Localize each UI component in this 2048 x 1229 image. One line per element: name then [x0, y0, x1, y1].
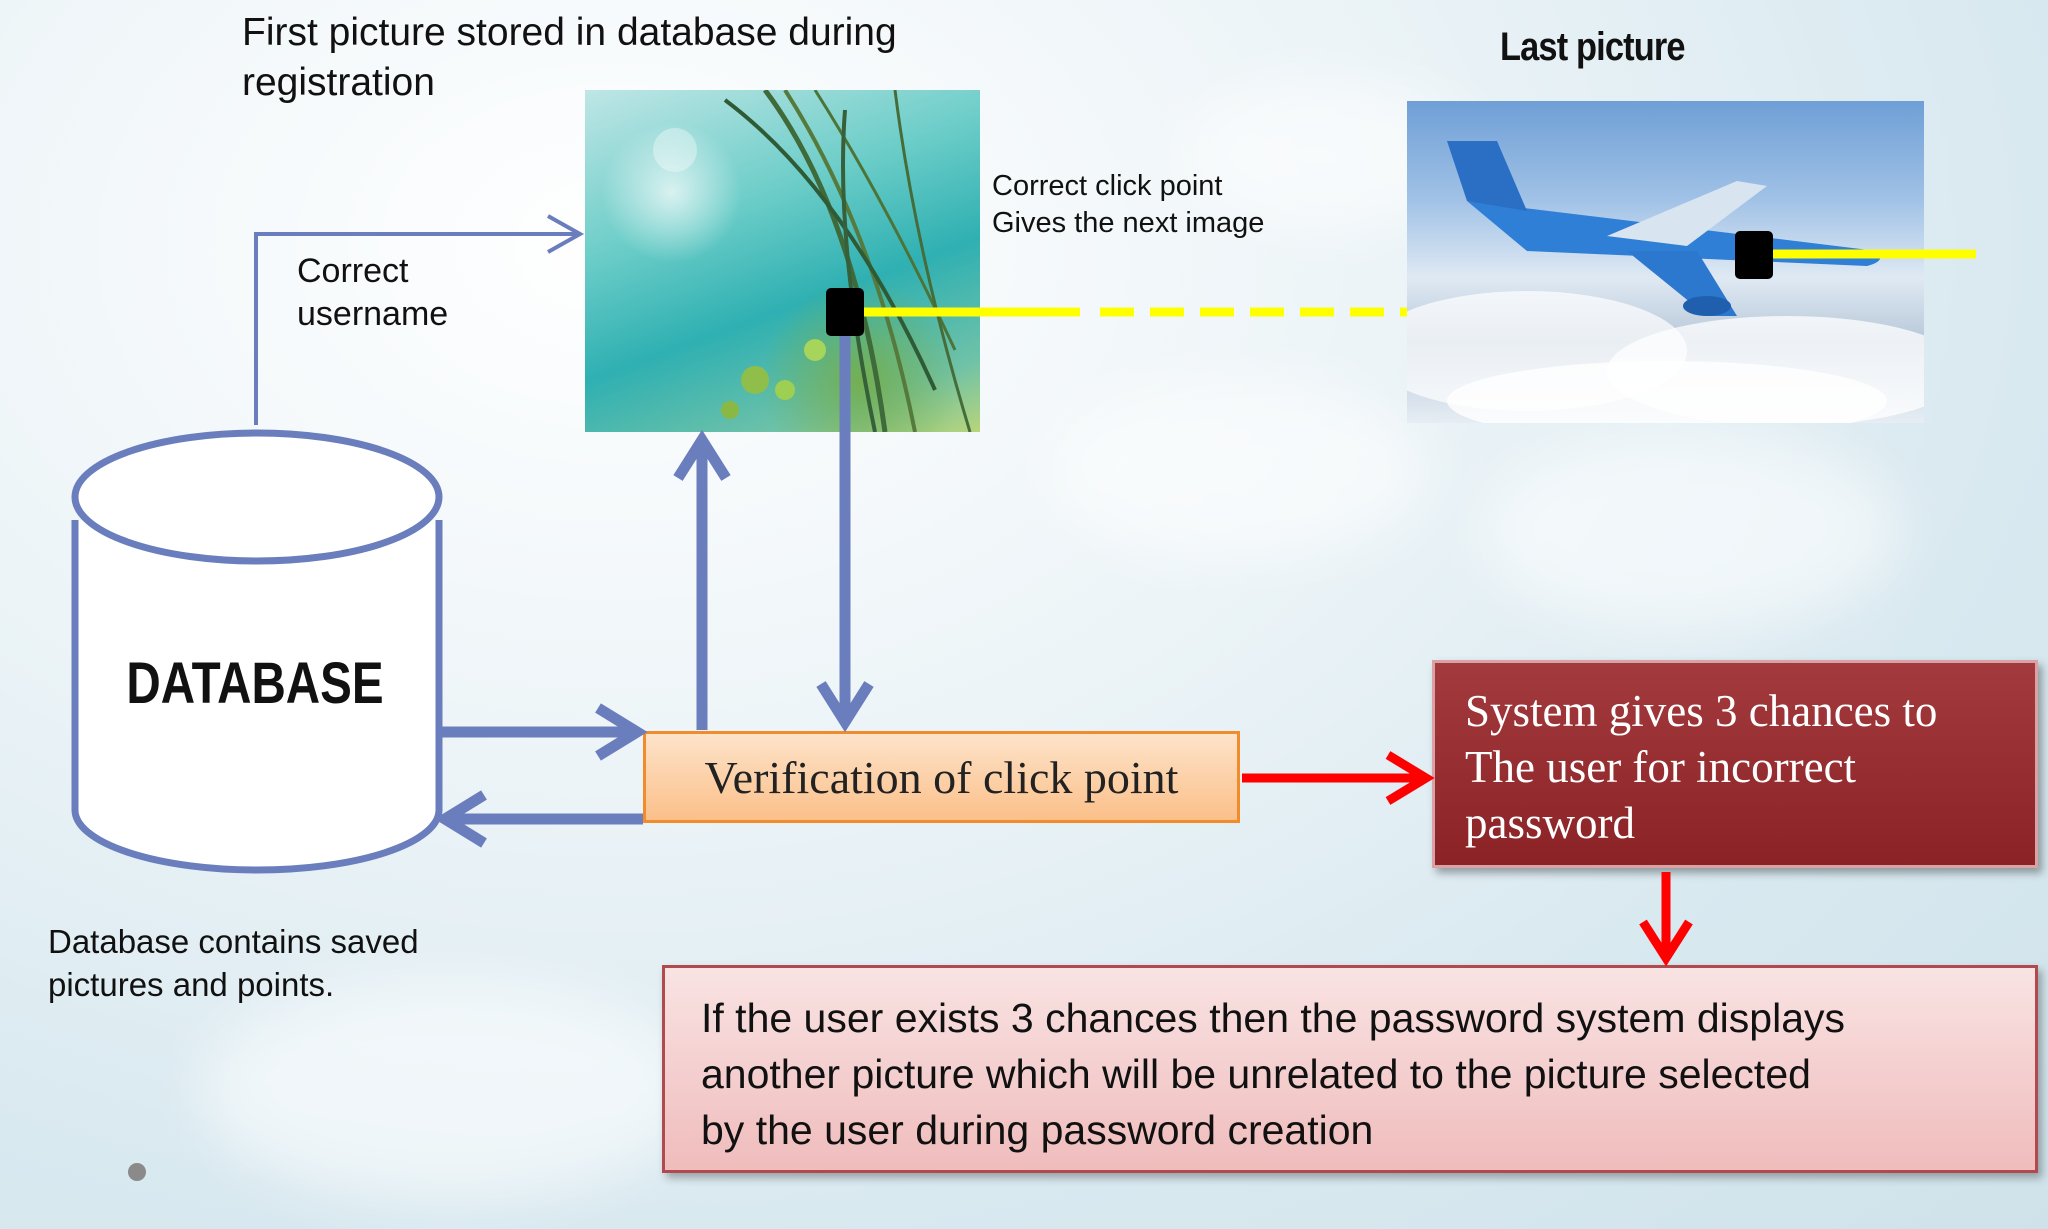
- correct-username-line: username: [297, 295, 449, 333]
- correct-username-line: Correct: [297, 252, 409, 290]
- database-caption: Database contains saved pictures and poi…: [48, 920, 419, 1006]
- background-cloud: [1480, 430, 1900, 630]
- first-picture-title: First picture stored in database during …: [242, 11, 897, 104]
- unrelated-line: If the user exists 3 chances then the pa…: [701, 995, 1845, 1041]
- down-arrow-icon: [816, 325, 874, 733]
- username-connector: [254, 214, 585, 425]
- click-path-line: [858, 249, 1976, 317]
- unrelated-line: by the user during password creation: [701, 1107, 1374, 1153]
- background-cloud: [200, 980, 700, 1200]
- chances-line: System gives 3 chances to: [1465, 686, 1938, 736]
- background-cloud: [1050, 380, 1430, 560]
- click-point-marker: [1735, 231, 1773, 279]
- error-arrow-icon: [1242, 751, 1435, 805]
- left-arrow-icon: [434, 790, 643, 848]
- database-caption-line: Database contains saved: [48, 923, 419, 960]
- correct-click-line: Gives the next image: [992, 207, 1265, 239]
- correct-username-label: Correct username: [297, 250, 448, 336]
- first-picture-image: [585, 90, 980, 432]
- airplane-illustration: [1407, 141, 1924, 423]
- correct-click-label: Correct click point Gives the next image: [992, 168, 1264, 242]
- database-caption-line: pictures and points.: [48, 966, 335, 1003]
- last-picture-title: Last picture: [1500, 25, 1686, 69]
- database-cylinder-icon: [71, 429, 443, 874]
- chances-line: The user for incorrect: [1465, 742, 1857, 792]
- verification-box: Verification of click point: [643, 731, 1240, 823]
- unrelated-line: another picture which will be unrelated …: [701, 1051, 1811, 1097]
- slide-dot: [128, 1163, 146, 1181]
- unrelated-picture-box: If the user exists 3 chances then the pa…: [662, 965, 2038, 1173]
- up-arrow-icon: [673, 429, 731, 730]
- chances-box: System gives 3 chances to The user for i…: [1432, 660, 2038, 868]
- chances-line: password: [1465, 798, 1635, 848]
- click-point-marker: [826, 288, 864, 336]
- down-error-arrow-icon: [1639, 872, 1693, 967]
- right-arrow-icon: [442, 703, 648, 761]
- last-picture-image: [1407, 101, 1924, 423]
- correct-click-line: Correct click point: [992, 170, 1223, 202]
- database-label: DATABASE: [126, 651, 384, 716]
